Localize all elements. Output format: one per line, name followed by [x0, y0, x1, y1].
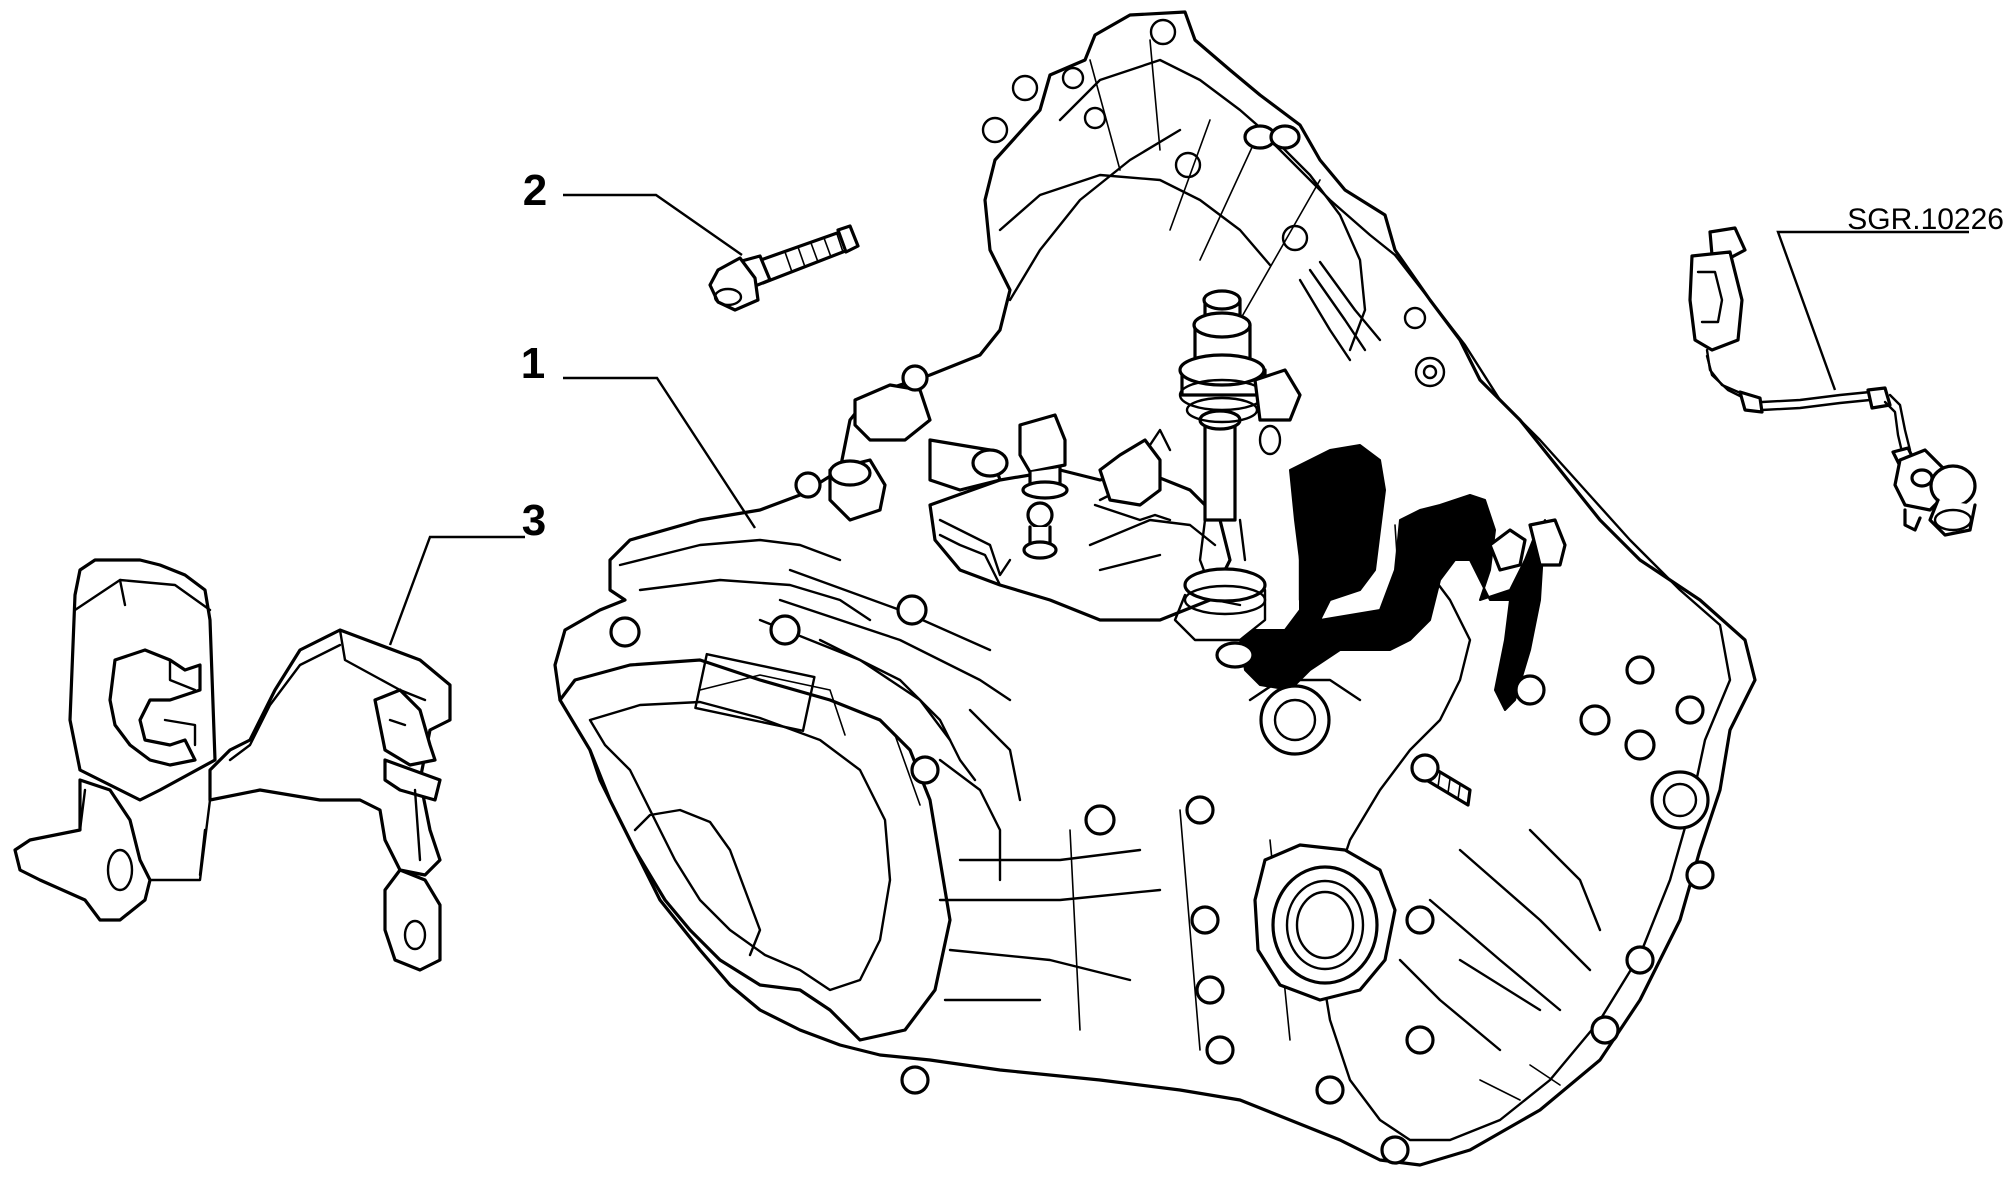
gearbox-housing [553, 10, 1757, 1167]
leader-line-sensor [1776, 230, 1969, 391]
mounting-bracket [13, 558, 452, 972]
callout-3: 3 [522, 496, 546, 545]
callout-2: 2 [523, 166, 547, 215]
speed-sensor-with-cable [1688, 226, 1977, 537]
reference-code: SGR.10226 [1847, 203, 2004, 236]
callout-1: 1 [521, 339, 545, 388]
leader-lines [388, 193, 1969, 646]
leader-line-part3 [388, 535, 525, 646]
leader-line-part2 [563, 193, 743, 256]
leader-line-part1 [563, 376, 757, 529]
bolt-part [708, 224, 860, 312]
